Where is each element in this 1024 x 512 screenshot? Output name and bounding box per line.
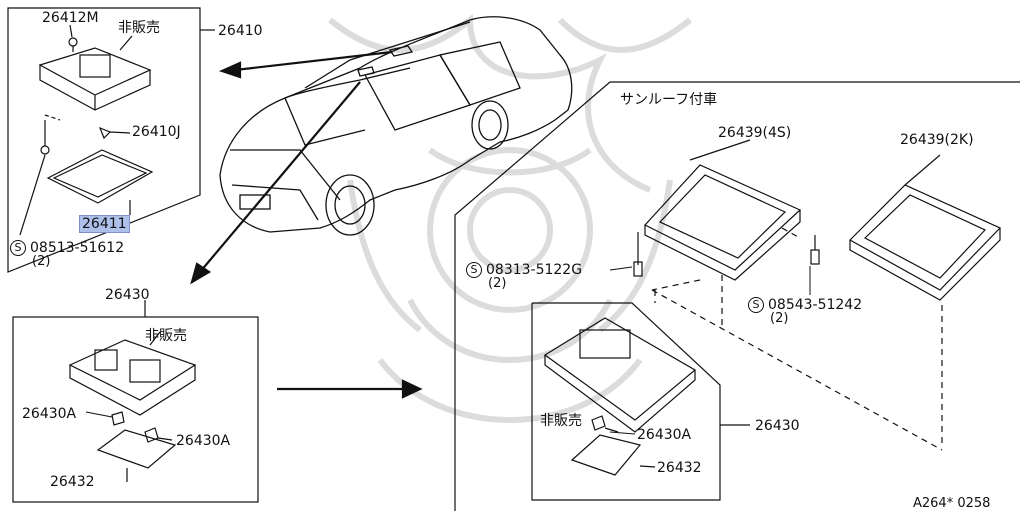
lamp-26410-drawing xyxy=(19,24,154,236)
panel-sunroof-frame xyxy=(454,81,1020,511)
panel-26410-frame xyxy=(7,7,201,273)
diagram-code: A264* 0258 xyxy=(913,496,991,511)
panel-sunroof-lamp-frame xyxy=(531,302,721,501)
label-26410J: 26410J xyxy=(132,124,181,140)
screw-symbol-3: S xyxy=(748,297,764,313)
panel-26430-frame xyxy=(12,316,259,503)
label-not-for-sale-1: 非販売 xyxy=(118,20,160,36)
dashed-relations xyxy=(651,227,943,451)
label-26430A-right: 26430A xyxy=(176,433,231,449)
label-26430-sunroof: 26430 xyxy=(755,418,800,434)
label-26410: 26410 xyxy=(218,23,263,39)
screw-symbol-2: S xyxy=(466,262,482,278)
callout-arrows xyxy=(190,50,423,399)
lamp-26430-sunroof-drawing xyxy=(543,317,697,476)
label-26439-4S: 26439(4S) xyxy=(718,125,792,141)
label-screw-2-qty: (2) xyxy=(488,276,507,291)
screw-symbol-1: S xyxy=(10,240,26,256)
label-not-for-sale-3: 非販売 xyxy=(540,413,582,429)
label-screw-3-qty: (2) xyxy=(770,311,789,326)
label-screw-1-qty: (2) xyxy=(32,254,51,269)
lamp-26430-drawing xyxy=(68,331,197,482)
label-26411-highlighted[interactable]: 26411 xyxy=(79,215,130,233)
label-screw-08313-5122G: 08313-5122G xyxy=(486,262,583,278)
label-screw-08513-51612: 08513-51612 xyxy=(30,240,125,256)
label-screw-08543-51242: 08543-51242 xyxy=(768,297,863,313)
label-26412M: 26412M xyxy=(42,10,99,26)
frame-26439-drawings xyxy=(633,139,1002,301)
label-26432-sunroof: 26432 xyxy=(657,460,702,476)
label-26432-left: 26432 xyxy=(50,474,95,490)
label-26439-2K: 26439(2K) xyxy=(900,132,974,148)
label-26430-top: 26430 xyxy=(105,287,150,303)
label-26430A-sunroof: 26430A xyxy=(637,427,692,443)
label-not-for-sale-2: 非販売 xyxy=(145,328,187,344)
leader-lines xyxy=(85,266,811,435)
car-illustration xyxy=(219,16,573,236)
label-sunroof-vehicle: サンルーフ付車 xyxy=(620,92,718,108)
label-26430A-left: 26430A xyxy=(22,406,77,422)
